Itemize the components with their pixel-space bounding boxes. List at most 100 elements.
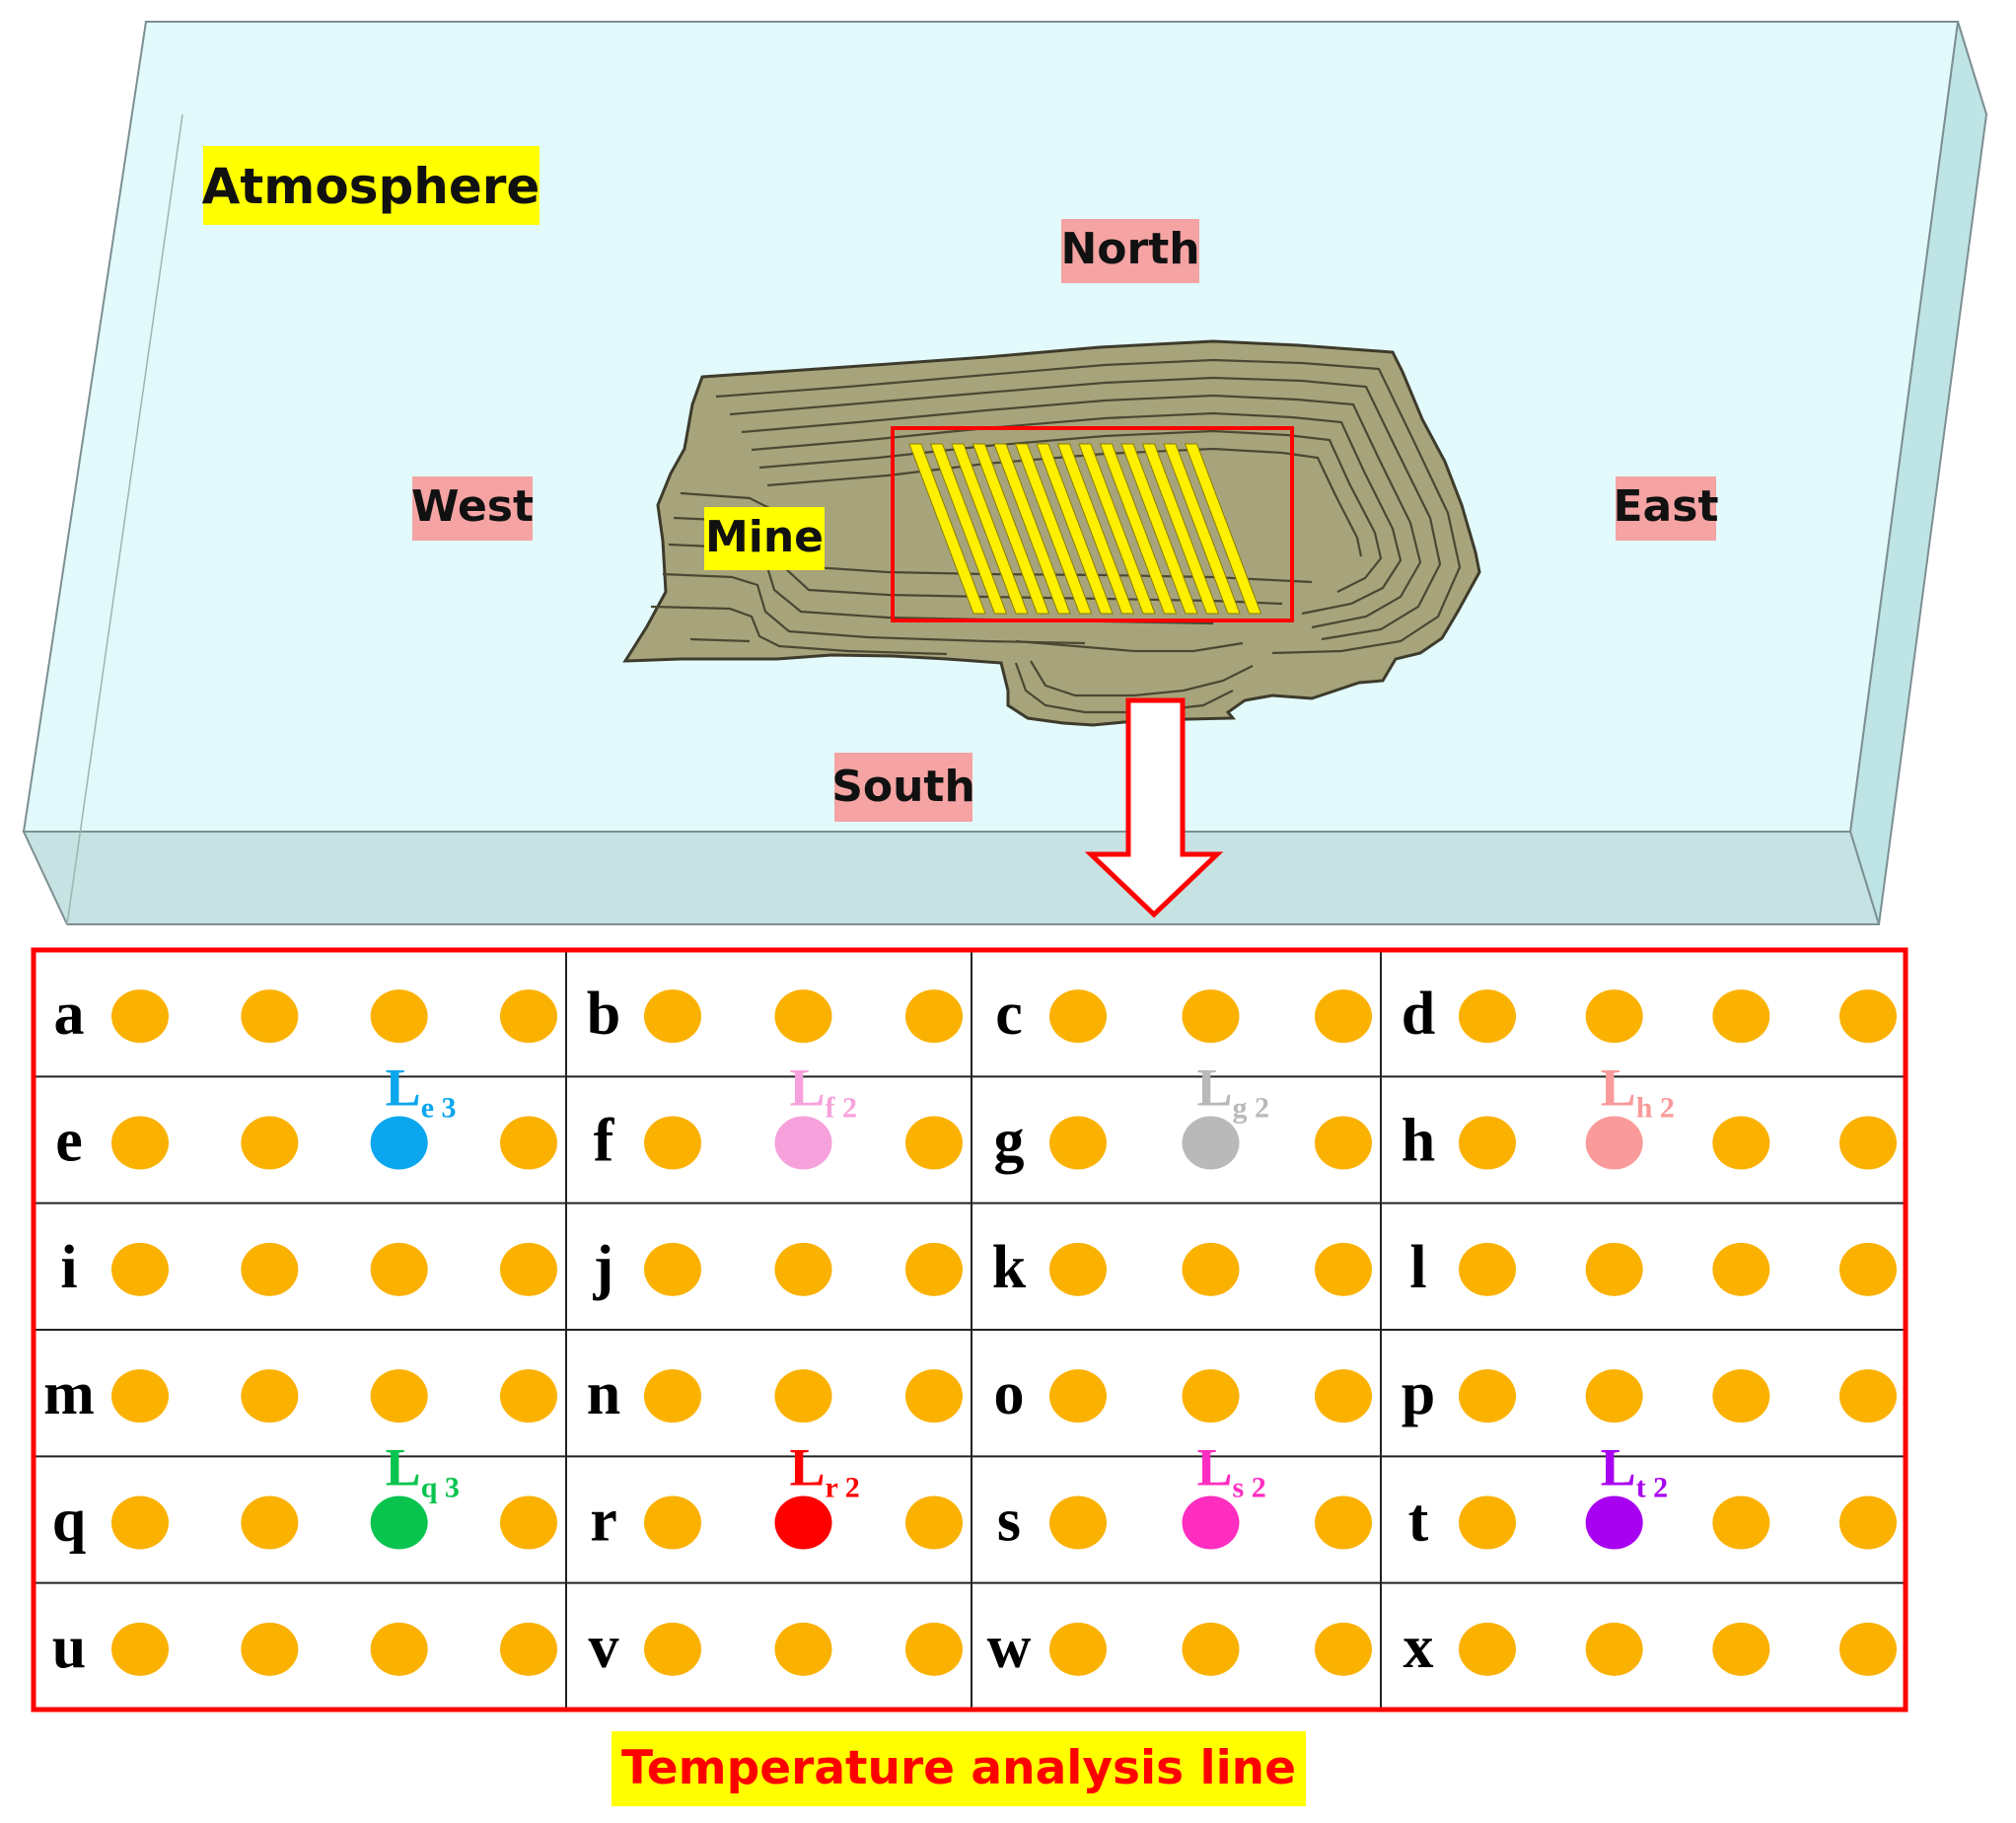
grid-cell-g: g Lg 2 — [994, 1058, 1372, 1175]
measurement-point — [905, 1242, 963, 1296]
analysis-line-label: Le 3 — [386, 1058, 457, 1125]
grid-cell-w: w — [987, 1614, 1372, 1681]
cell-letter-h: h — [1402, 1108, 1435, 1175]
measurement-point — [1182, 1369, 1240, 1423]
measurement-point — [241, 989, 299, 1044]
cell-letter-b: b — [587, 981, 620, 1048]
measurement-point — [111, 1495, 169, 1550]
south-label-text: South — [831, 762, 975, 812]
atmosphere-bottom-face — [22, 831, 1881, 925]
measurement-point — [1315, 989, 1372, 1044]
mine-label-text: Mine — [705, 512, 824, 562]
grid-cell-n: n — [587, 1360, 963, 1427]
mine-analysis-line — [1036, 443, 1114, 615]
analysis-line-label: Lq 3 — [386, 1438, 460, 1504]
measurement-point — [500, 989, 557, 1044]
cell-letter-k: k — [992, 1234, 1027, 1301]
grid-cell-x: x — [1404, 1614, 1897, 1681]
east-label: East — [1614, 476, 1719, 541]
grid-cell-i: i — [60, 1234, 557, 1301]
measurement-point — [241, 1495, 299, 1550]
cell-letter-o: o — [994, 1360, 1025, 1427]
mine-analysis-line — [1120, 443, 1198, 615]
mine-analysis-line — [951, 443, 1029, 615]
measurement-point — [1585, 989, 1643, 1044]
mine-analysis-line — [1163, 443, 1241, 615]
measurement-point — [774, 1622, 832, 1676]
analysis-line-label: Lt 2 — [1601, 1438, 1669, 1504]
cell-letter-e: e — [55, 1108, 83, 1175]
grid-cell-j: j — [593, 1234, 963, 1301]
cell-letter-t: t — [1408, 1488, 1429, 1555]
measurement-point — [500, 1369, 557, 1423]
measurement-point — [1712, 1116, 1770, 1170]
measurement-point — [905, 1116, 963, 1170]
cell-letter-n: n — [587, 1360, 620, 1427]
measurement-point — [1315, 1242, 1372, 1296]
north-label: North — [1060, 219, 1200, 283]
measurement-point — [111, 1242, 169, 1296]
measurement-point — [1839, 1242, 1897, 1296]
analysis-line-label: Lf 2 — [790, 1058, 858, 1125]
north-label-text: North — [1060, 224, 1199, 274]
measurement-point — [1049, 1622, 1107, 1676]
measurement-point — [1315, 1622, 1372, 1676]
caption-text: Temperature analysis line — [621, 1741, 1296, 1795]
analysis-line-label: Ls 2 — [1197, 1438, 1266, 1504]
measurement-point — [1839, 1622, 1897, 1676]
measurement-point — [370, 1369, 428, 1423]
measurement-point — [370, 989, 428, 1044]
cell-letter-j: j — [593, 1234, 614, 1301]
analysis-line-label: Lg 2 — [1197, 1058, 1270, 1125]
measurement-point — [1839, 1495, 1897, 1550]
mine-analysis-line — [1056, 443, 1135, 615]
measurement-point — [774, 1369, 832, 1423]
measurement-point — [1839, 1116, 1897, 1170]
west-label: West — [411, 476, 534, 541]
measurement-point — [905, 989, 963, 1044]
measurement-point — [1459, 1242, 1516, 1296]
measurement-point — [241, 1622, 299, 1676]
analysis-point-h2 — [1585, 1116, 1643, 1170]
cell-letter-r: r — [590, 1488, 617, 1555]
analysis-point-s2 — [1182, 1495, 1240, 1550]
cell-letter-a: a — [54, 981, 85, 1048]
grid-cell-t: t Lt 2 — [1408, 1438, 1897, 1555]
measurement-point — [1459, 1622, 1516, 1676]
mine-analysis-line — [1184, 443, 1262, 615]
measurement-point — [1049, 989, 1107, 1044]
grid-cell-c: c — [995, 981, 1372, 1048]
analysis-point-e3 — [370, 1116, 428, 1170]
cell-letter-i: i — [60, 1234, 77, 1301]
measurement-point — [1839, 1369, 1897, 1423]
measurement-point — [1712, 1622, 1770, 1676]
mine-analysis-line — [1078, 443, 1156, 615]
grid-cell-b: b — [587, 981, 963, 1048]
measurement-point — [1585, 1242, 1643, 1296]
measurement-point — [905, 1369, 963, 1423]
grid-cell-e: e Le 3 — [55, 1058, 557, 1175]
measurement-point — [1712, 1495, 1770, 1550]
measurement-point — [1459, 1369, 1516, 1423]
grid-lines — [34, 950, 1906, 1710]
analysis-point-f2 — [774, 1116, 832, 1170]
grid-cell-o: o — [994, 1360, 1372, 1427]
measurement-point — [1182, 1242, 1240, 1296]
east-label-text: East — [1614, 481, 1719, 532]
analysis-point-r2 — [774, 1495, 832, 1550]
measurement-point — [1712, 989, 1770, 1044]
cell-letter-x: x — [1404, 1614, 1434, 1681]
grid-cell-l: l — [1409, 1234, 1897, 1301]
measurement-point — [500, 1116, 557, 1170]
analysis-point-g2 — [1182, 1116, 1240, 1170]
measurement-point — [1839, 989, 1897, 1044]
grid-cell-v: v — [589, 1614, 963, 1681]
measurement-point — [1049, 1495, 1107, 1550]
cell-letter-g: g — [994, 1108, 1025, 1175]
mine-analysis-line — [993, 443, 1071, 615]
measurement-point — [644, 1369, 701, 1423]
grid-cell-s: sLs 2 — [997, 1438, 1372, 1555]
grid-cell-p: p — [1402, 1360, 1897, 1427]
